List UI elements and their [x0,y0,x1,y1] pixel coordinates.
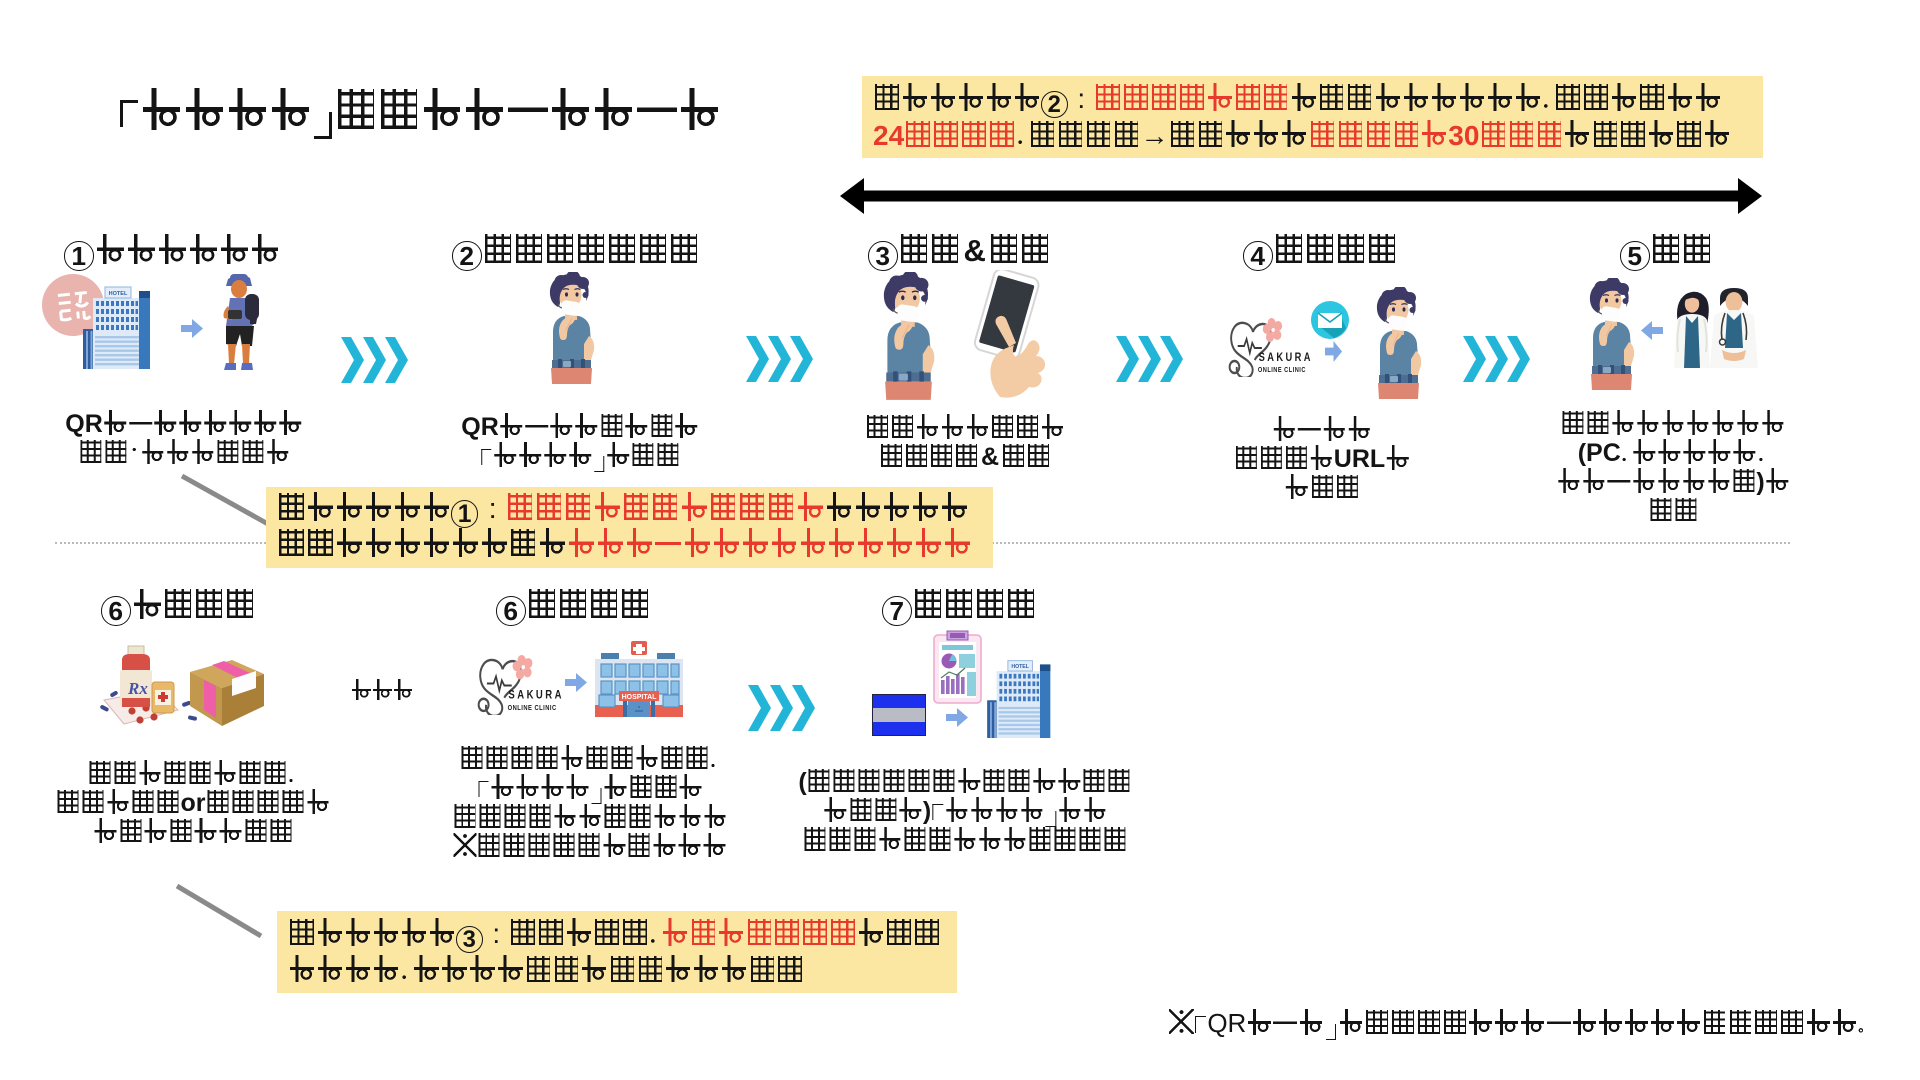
svg-text:HOSPITAL: HOSPITAL [622,694,658,701]
svg-text:Rx: Rx [127,679,148,698]
